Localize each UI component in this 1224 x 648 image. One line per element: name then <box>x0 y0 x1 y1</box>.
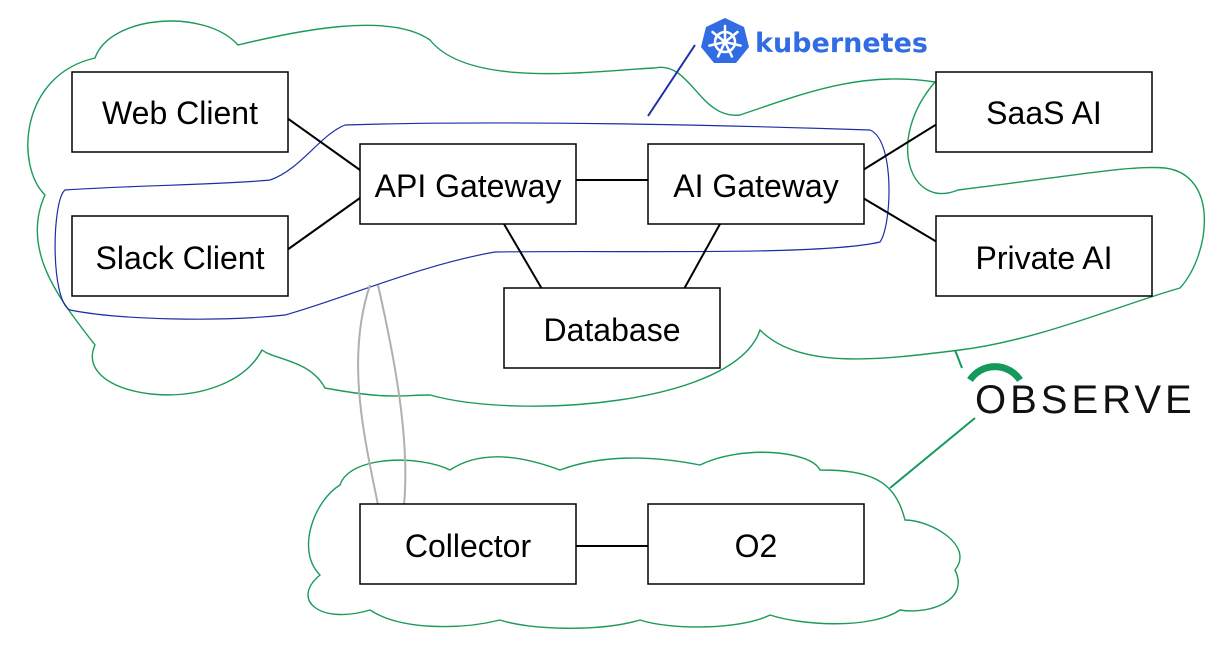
link-ai-gateway-database <box>683 223 721 290</box>
observe-wordmark: OBSERVE <box>975 378 1196 422</box>
node-label: AI Gateway <box>673 168 838 204</box>
node-label: Private AI <box>976 240 1113 276</box>
node-label: Database <box>544 312 681 348</box>
link-ai-gateway-private-ai <box>862 197 938 243</box>
node-private-ai: Private AI <box>935 215 1153 297</box>
telemetry-link-inner <box>377 284 407 506</box>
node-label: SaaS AI <box>986 95 1102 131</box>
node-label: O2 <box>735 528 778 564</box>
node-saas-ai: SaaS AI <box>935 71 1153 153</box>
observe-pointer-lower <box>889 417 976 489</box>
kubernetes-pointer-line <box>647 44 696 117</box>
kubernetes-helm-icon <box>701 18 749 63</box>
node-collector: Collector <box>359 503 577 585</box>
link-api-gateway-database <box>503 223 543 290</box>
link-slack-client-api-gateway <box>286 197 361 251</box>
node-o2: O2 <box>647 503 865 585</box>
link-ai-gateway-saas-ai <box>862 123 938 171</box>
node-web-client: Web Client <box>71 71 289 153</box>
observe-logo: OBSERVE <box>967 363 1196 422</box>
node-database: Database <box>503 287 721 369</box>
node-label: Web Client <box>102 95 258 131</box>
node-api-gateway: API Gateway <box>359 143 577 225</box>
kubernetes-wordmark: kubernetes <box>755 28 928 59</box>
observability-cloud-outline <box>307 451 961 629</box>
kubernetes-logo: kubernetes <box>701 18 928 63</box>
node-ai-gateway: AI Gateway <box>647 143 865 225</box>
node-label: Slack Client <box>96 240 265 276</box>
kubernetes-cluster-boundary <box>54 122 890 320</box>
node-slack-client: Slack Client <box>71 215 289 297</box>
main-cloud-outline <box>27 20 1206 407</box>
node-label: Collector <box>405 528 532 564</box>
link-web-client-api-gateway <box>286 117 361 171</box>
node-label: API Gateway <box>375 168 562 204</box>
observe-arc-icon <box>967 363 1023 383</box>
observe-pointer-upper <box>954 349 963 369</box>
telemetry-link-outer <box>357 284 379 506</box>
